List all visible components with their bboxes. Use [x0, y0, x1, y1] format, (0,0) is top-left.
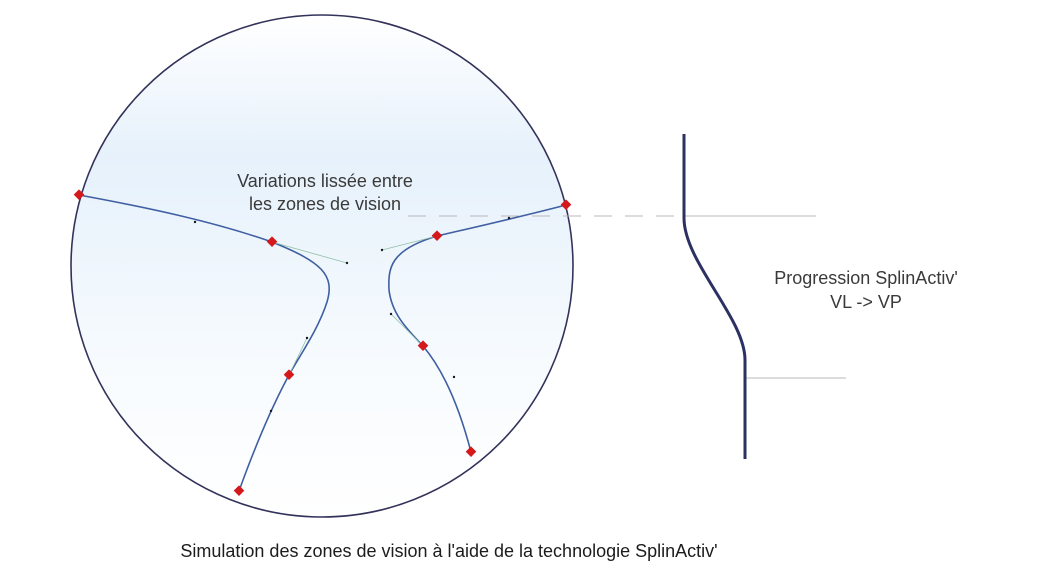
left-zone-boundary-curve — [78, 194, 330, 492]
control-point — [283, 369, 295, 380]
handle-dot — [193, 220, 197, 224]
control-point — [465, 446, 477, 457]
handle-dot — [380, 248, 384, 252]
right-zone-boundary-curve — [388, 204, 567, 453]
handle-dot — [269, 409, 273, 413]
handle-dot — [507, 216, 511, 220]
progression-label-line-2: VL -> VP — [830, 292, 902, 312]
progression-curve — [682, 134, 747, 459]
progression-label-line-1: Progression SplinActiv' — [774, 268, 958, 288]
curve-handle-dots — [193, 216, 511, 413]
handle-dot — [345, 261, 349, 265]
annotation-line-2: les zones de vision — [249, 194, 401, 214]
right-curve-handle-lower — [390, 313, 424, 347]
handle-dot — [452, 375, 456, 379]
right-curve-handle-upper — [381, 235, 438, 251]
control-point — [73, 189, 85, 200]
control-point — [431, 230, 443, 241]
control-point — [266, 236, 278, 247]
left-curve-handle-lower — [288, 337, 308, 376]
left-curve-handle — [271, 241, 348, 264]
figure-caption: Simulation des zones de vision à l'aide … — [180, 541, 717, 561]
handle-dot — [389, 312, 393, 316]
annotation-line-1: Variations lissée entre — [237, 171, 413, 191]
handle-dot — [305, 336, 309, 340]
lens-circle — [70, 14, 574, 518]
control-point — [417, 340, 429, 351]
